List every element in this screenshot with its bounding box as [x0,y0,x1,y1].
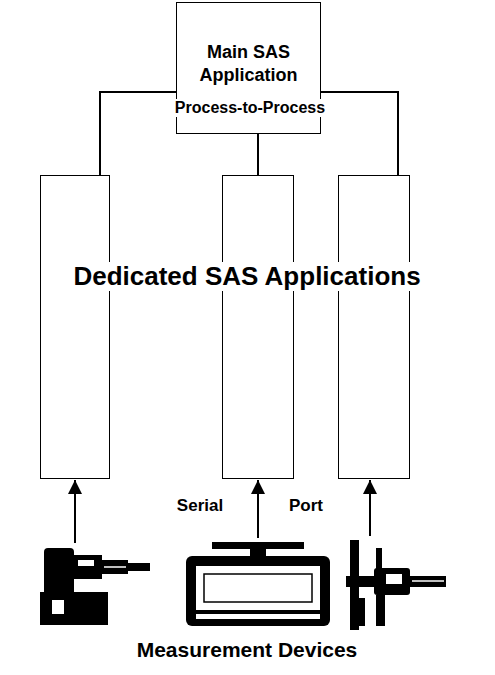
caliper-icon [346,540,446,630]
serial-arrows [75,480,370,543]
dedicated-box [40,175,110,479]
scale-icon [186,542,330,626]
group-label: Dedicated SAS Applications [71,262,422,291]
micrometer-icon [40,548,150,625]
arrow-head [251,480,265,494]
node-title: Main SAS Application [186,41,311,88]
caption-label: Measurement Devices [135,638,360,661]
arrow-head [68,480,82,494]
dedicated-box [222,175,294,479]
arrow-head [363,480,377,494]
port-label: Serial [175,497,225,516]
port-label: Port [287,497,325,516]
link-label: Process-to-Process [173,99,327,117]
dedicated-box [338,175,410,479]
